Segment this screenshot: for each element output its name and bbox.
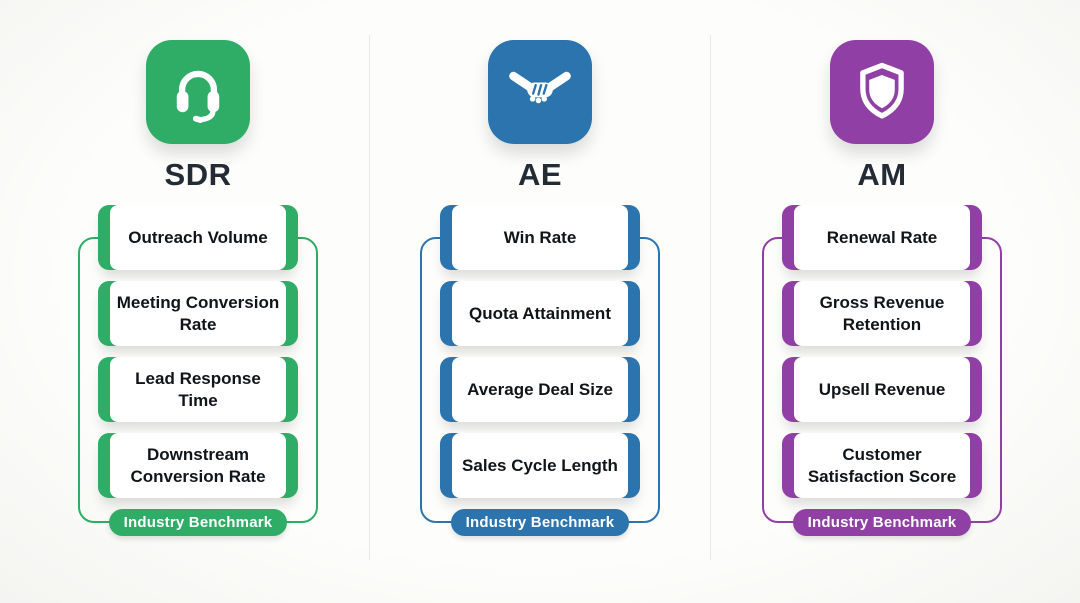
column-title-ae: AE: [517, 157, 563, 192]
metric-card-face: Upsell Revenue: [794, 357, 970, 422]
metric-card-face: Gross Revenue Retention: [794, 281, 970, 346]
benchmark-pill: Industry Benchmark: [451, 509, 629, 536]
column-sdr: SDR Outreach Volume Meeting Conversion R…: [58, 0, 338, 536]
metric-card-face: Average Deal Size: [452, 357, 628, 422]
metrics-group-ae: Win Rate Quota Attainment Average Deal S…: [420, 205, 660, 536]
metric-card: Lead Response Time: [98, 357, 298, 422]
metric-card: Renewal Rate: [782, 205, 982, 270]
metrics-group-sdr: Outreach Volume Meeting Conversion Rate …: [78, 205, 318, 536]
metric-label: Average Deal Size: [467, 379, 613, 399]
metric-label: Customer Satisfaction Score: [807, 444, 957, 486]
metric-label: Renewal Rate: [826, 227, 938, 247]
metric-card: Meeting Conversion Rate: [98, 281, 298, 346]
metric-card-face: Downstream Conversion Rate: [110, 433, 286, 498]
metric-card: Average Deal Size: [440, 357, 640, 422]
metric-label: Gross Revenue Retention: [819, 292, 945, 334]
headset-icon: [146, 40, 250, 144]
metric-card: Quota Attainment: [440, 281, 640, 346]
metric-label: Outreach Volume: [128, 227, 268, 247]
column-am: AM Renewal Rate Gross Revenue Retention …: [742, 0, 1022, 536]
metrics-group-am: Renewal Rate Gross Revenue Retention Ups…: [762, 205, 1002, 536]
column-ae: AE Win Rate Quota Attainment Average Dea…: [400, 0, 680, 536]
metric-label: Downstream Conversion Rate: [130, 444, 266, 486]
shield-icon: [830, 40, 934, 144]
benchmark-pill: Industry Benchmark: [793, 509, 971, 536]
metric-card-face: Meeting Conversion Rate: [110, 281, 286, 346]
metric-card: Sales Cycle Length: [440, 433, 640, 498]
metric-card-face: Renewal Rate: [794, 205, 970, 270]
metric-card-face: Customer Satisfaction Score: [794, 433, 970, 498]
metric-card-face: Quota Attainment: [452, 281, 628, 346]
metric-card: Downstream Conversion Rate: [98, 433, 298, 498]
metric-card: Win Rate: [440, 205, 640, 270]
metric-label: Quota Attainment: [469, 303, 611, 323]
metric-card-face: Outreach Volume: [110, 205, 286, 270]
metric-label: Win Rate: [503, 227, 577, 247]
metric-card-face: Sales Cycle Length: [452, 433, 628, 498]
metric-label: Sales Cycle Length: [462, 455, 618, 475]
column-divider: [369, 35, 370, 560]
metric-card: Outreach Volume: [98, 205, 298, 270]
benchmark-pill-label: Industry Benchmark: [465, 514, 615, 531]
column-title-am: AM: [857, 157, 907, 192]
metric-label: Meeting Conversion Rate: [116, 292, 280, 334]
metric-card: Upsell Revenue: [782, 357, 982, 422]
metric-label: Lead Response Time: [135, 368, 261, 410]
column-divider: [710, 35, 711, 560]
metric-card-face: Lead Response Time: [110, 357, 286, 422]
metric-card: Gross Revenue Retention: [782, 281, 982, 346]
handshake-icon: [488, 40, 592, 144]
metric-card-face: Win Rate: [452, 205, 628, 270]
benchmark-pill-label: Industry Benchmark: [123, 514, 273, 531]
benchmark-pill-label: Industry Benchmark: [807, 514, 957, 531]
metric-label: Upsell Revenue: [818, 379, 946, 399]
benchmark-pill: Industry Benchmark: [109, 509, 287, 536]
metric-card: Customer Satisfaction Score: [782, 433, 982, 498]
column-title-sdr: SDR: [164, 157, 232, 192]
